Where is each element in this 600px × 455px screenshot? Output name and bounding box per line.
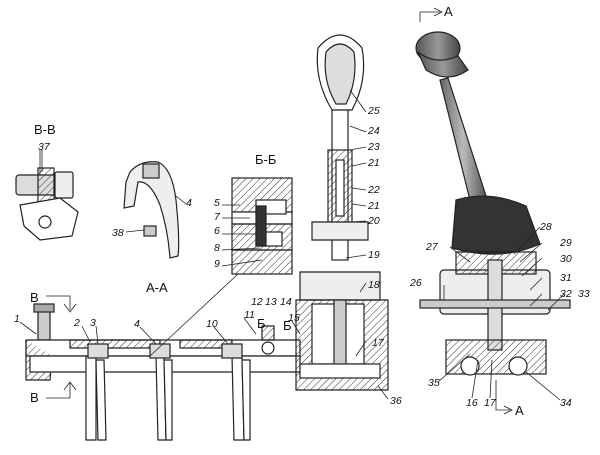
section-marker-b-left: Б — [257, 316, 266, 331]
callout-18: 18 — [368, 279, 380, 291]
callout-36: 36 — [390, 395, 402, 407]
callout-22: 22 — [367, 184, 380, 196]
callout-8: 8 — [214, 242, 220, 254]
callout-14: 14 — [280, 296, 292, 308]
section-aa-rod-assembly — [25, 303, 301, 441]
callout-21-lower: 21 — [367, 200, 380, 212]
callout-35: 35 — [428, 377, 440, 389]
callout-5: 5 — [214, 197, 220, 209]
section-marker-v-top: В — [30, 290, 39, 305]
callout-1: 1 — [14, 313, 20, 325]
central-shift-lever — [295, 34, 389, 391]
callout-34: 34 — [560, 397, 572, 409]
section-label-aa: А-А — [146, 280, 168, 295]
leader-lines — [19, 89, 565, 401]
callout-29: 29 — [559, 237, 572, 249]
section-arrows — [46, 7, 513, 415]
callout-27: 27 — [425, 241, 439, 253]
section-vv-view — [15, 150, 79, 241]
callout-9: 9 — [214, 258, 220, 270]
fork-4-view — [123, 161, 180, 259]
callout-4-fork: 4 — [186, 197, 192, 209]
callout-32: 32 — [560, 288, 572, 300]
callout-2: 2 — [73, 317, 80, 329]
callout-23: 23 — [367, 141, 380, 153]
section-marker-b-right: Б — [283, 318, 292, 333]
callout-10: 10 — [206, 318, 218, 330]
callout-37: 37 — [38, 141, 51, 153]
callout-21-upper: 21 — [367, 157, 380, 169]
callout-13: 13 — [265, 296, 277, 308]
section-marker-a-bottom: А — [515, 403, 524, 418]
section-marker-v-bottom: В — [30, 390, 39, 405]
callout-6: 6 — [214, 225, 220, 237]
callout-17-right: 17 — [484, 397, 497, 409]
callout-25: 25 — [367, 105, 380, 117]
callout-33: 33 — [578, 288, 590, 300]
callout-12: 12 — [251, 296, 263, 308]
section-label-vv: В-В — [34, 122, 56, 137]
callout-7: 7 — [214, 211, 221, 223]
callout-3: 3 — [90, 317, 96, 329]
callout-20: 20 — [367, 215, 380, 227]
callout-28: 28 — [539, 221, 552, 233]
section-label-bb: Б-Б — [255, 152, 276, 167]
callout-30: 30 — [560, 253, 572, 265]
callout-16: 16 — [466, 397, 478, 409]
right-lever-perspective — [415, 31, 571, 376]
callout-24: 24 — [367, 125, 380, 137]
callout-17-main: 17 — [372, 337, 385, 349]
callout-19: 19 — [368, 249, 380, 261]
section-bb-view — [231, 177, 293, 275]
callout-31: 31 — [560, 272, 572, 284]
callout-26: 26 — [409, 277, 422, 289]
callout-38: 38 — [112, 227, 124, 239]
callout-15: 15 — [288, 312, 300, 324]
callout-4-rod: 4 — [134, 318, 140, 330]
section-marker-a-top: А — [444, 4, 453, 19]
callout-11: 11 — [244, 309, 255, 321]
